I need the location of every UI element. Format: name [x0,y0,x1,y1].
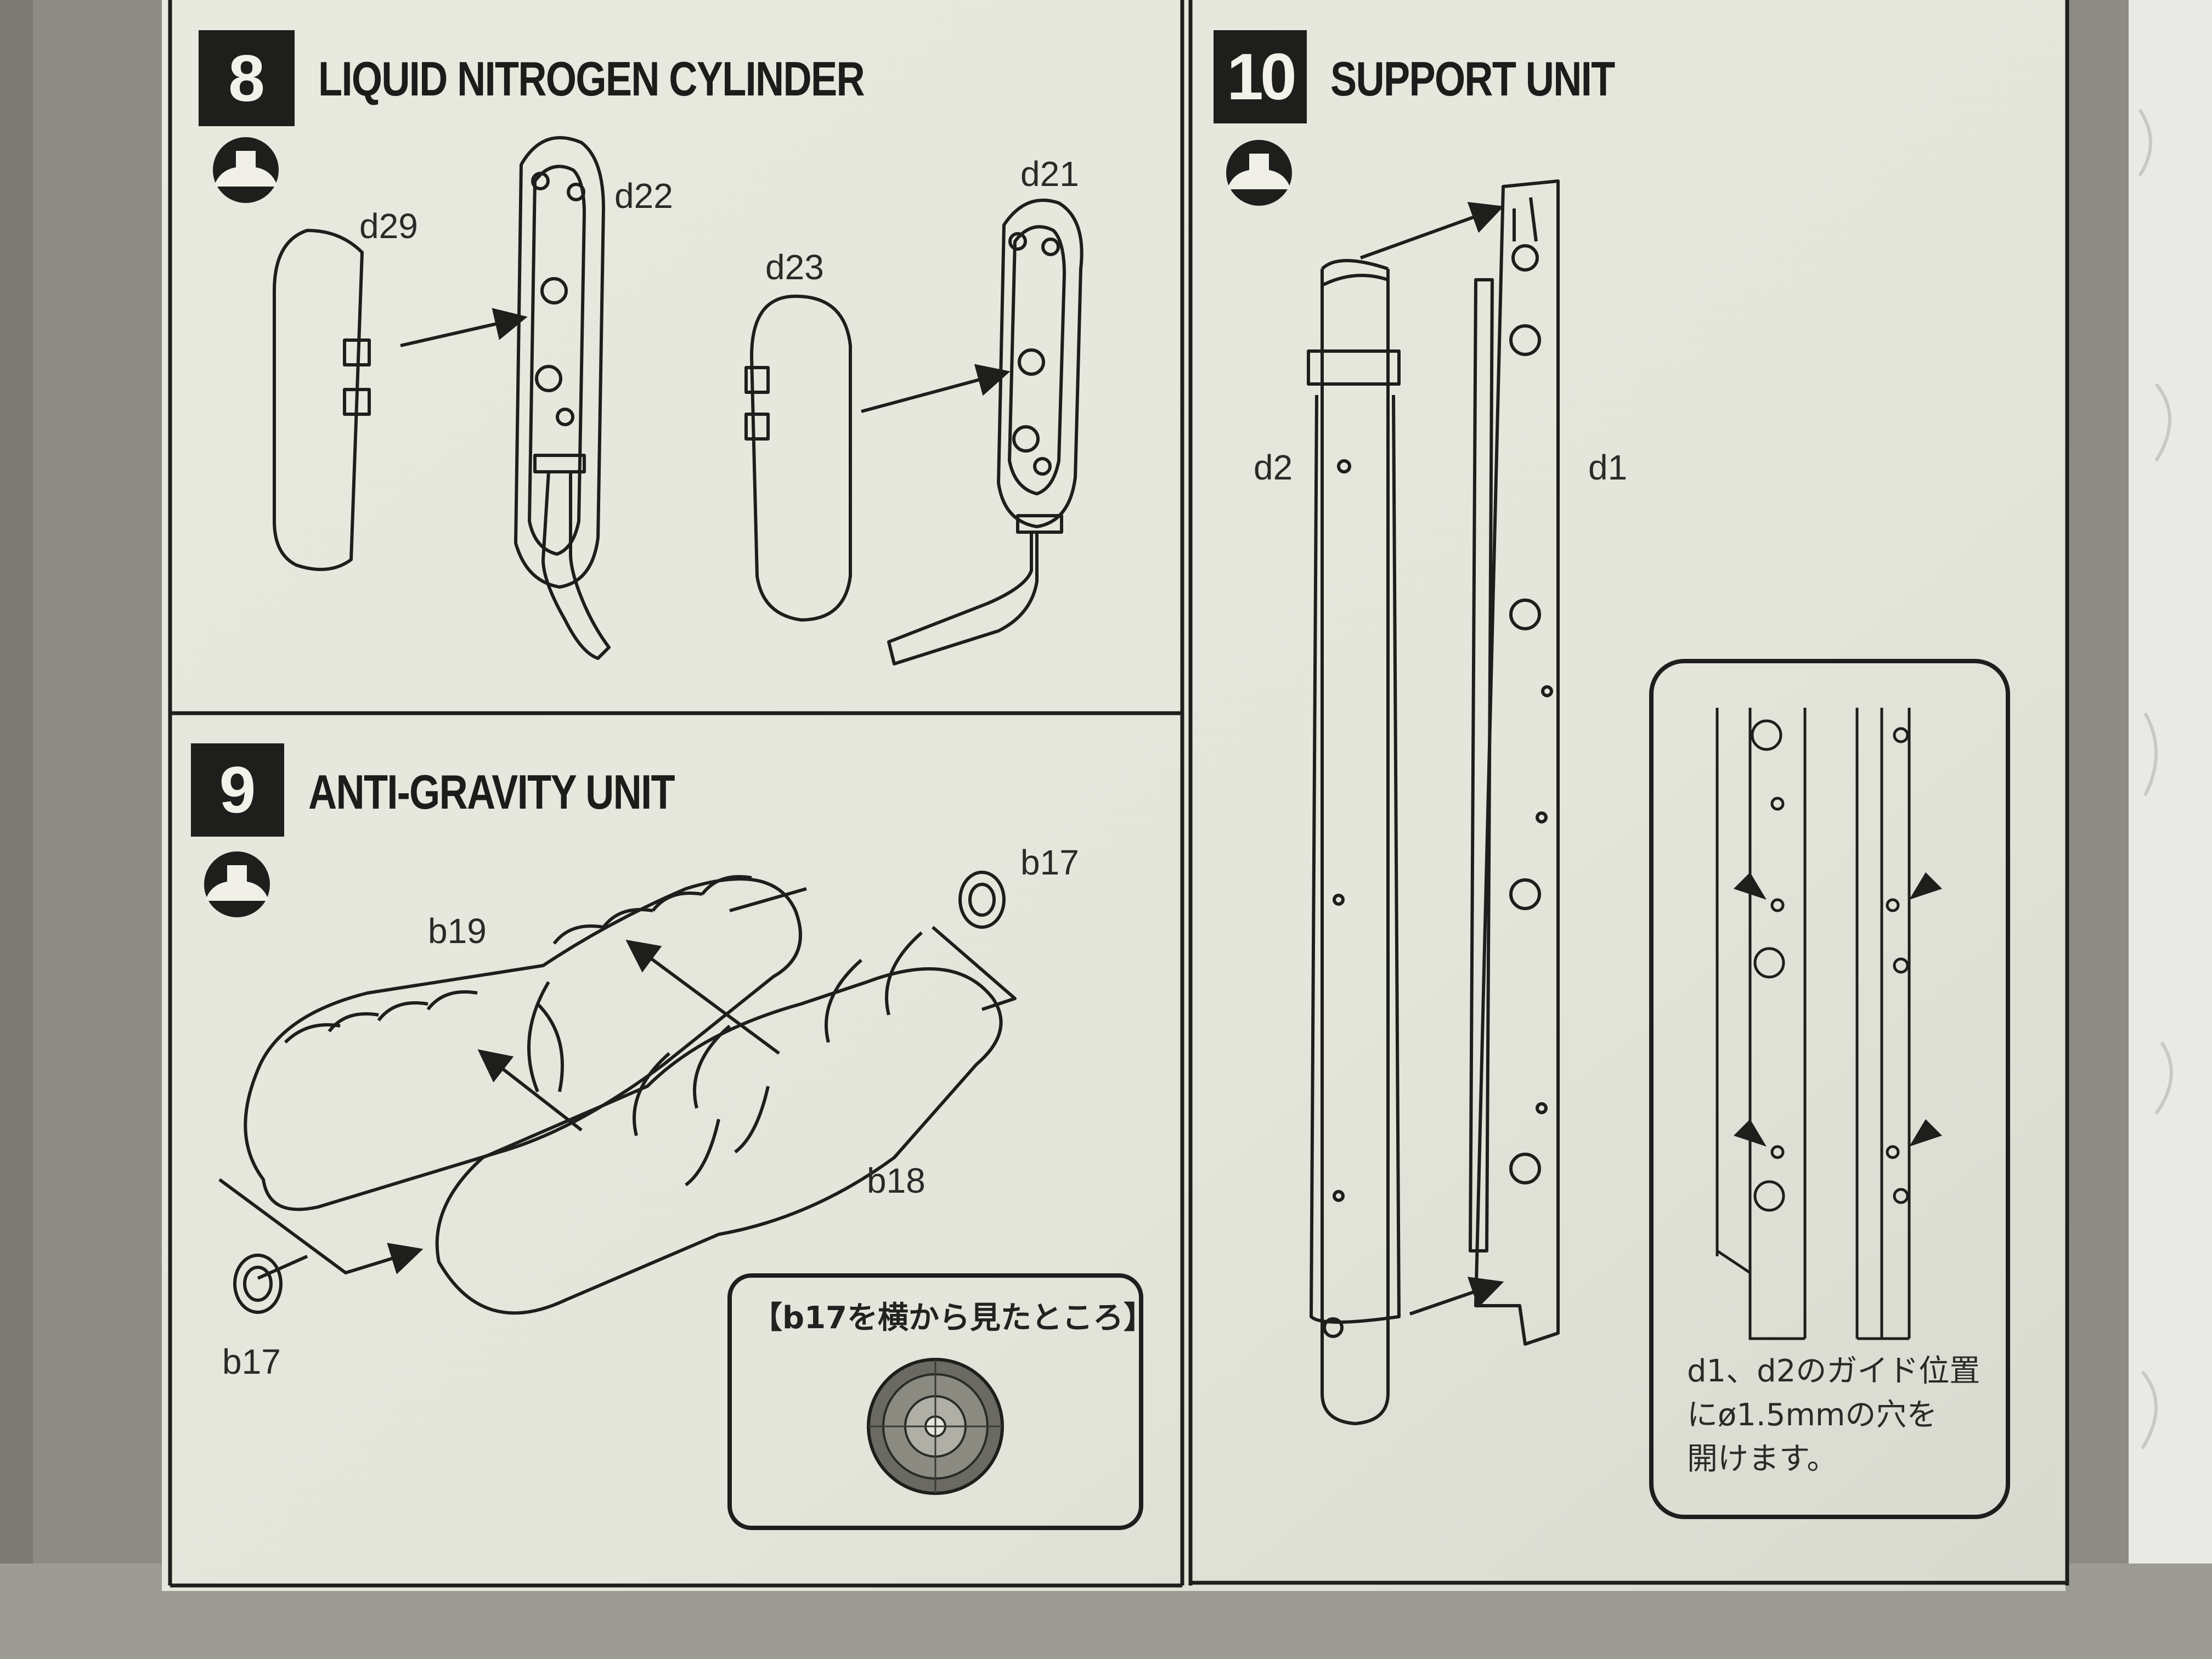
b17-side-view-drawing [867,1358,1004,1495]
step-8-number: 8 [199,30,295,126]
part-label-d23: d23 [765,247,824,287]
part-label-d1: d1 [1588,448,1628,487]
b17-side-view-inset [727,1273,1143,1530]
part-label-d22: d22 [614,176,673,216]
cement-icon [1226,140,1292,206]
part-label-d2: d2 [1254,448,1293,487]
part-label-b19: b19 [428,911,487,951]
step-10-title: SUPPORT UNIT [1330,52,1615,106]
part-label-b17-bottom: b17 [222,1342,281,1381]
guide-arrows [1734,872,1942,1147]
step-9-number: 9 [191,743,284,837]
instruction-page [162,0,2066,1591]
part-label-b18: b18 [867,1161,926,1200]
drill-note-box [1649,659,2010,1519]
cement-icon [213,137,279,203]
part-label-d21: d21 [1020,154,1079,194]
step-10-number: 10 [1214,30,1307,123]
part-label-d29: d29 [359,206,418,246]
step-8-title: LIQUID NITROGEN CYLINDER [318,52,865,106]
step-8-illustration [273,136,1084,665]
drill-instruction-note: d1、d2のガイド位置 にø1.5mmの穴を 開けます。 [1687,1353,1980,1477]
wall-texture [2129,0,2212,1659]
panel-borders [168,0,2069,1588]
cement-icon [204,851,270,917]
part-label-b17-top: b17 [1020,843,1079,882]
step-10-illustration [1307,179,1560,1425]
step-9-illustration [218,871,1017,1315]
step-9-title: ANTI-GRAVITY UNIT [308,765,675,819]
drill-guide-diagram [1716,708,1911,1340]
b17-inset-caption: 【b17を横から見たところ】 [752,1300,1155,1336]
